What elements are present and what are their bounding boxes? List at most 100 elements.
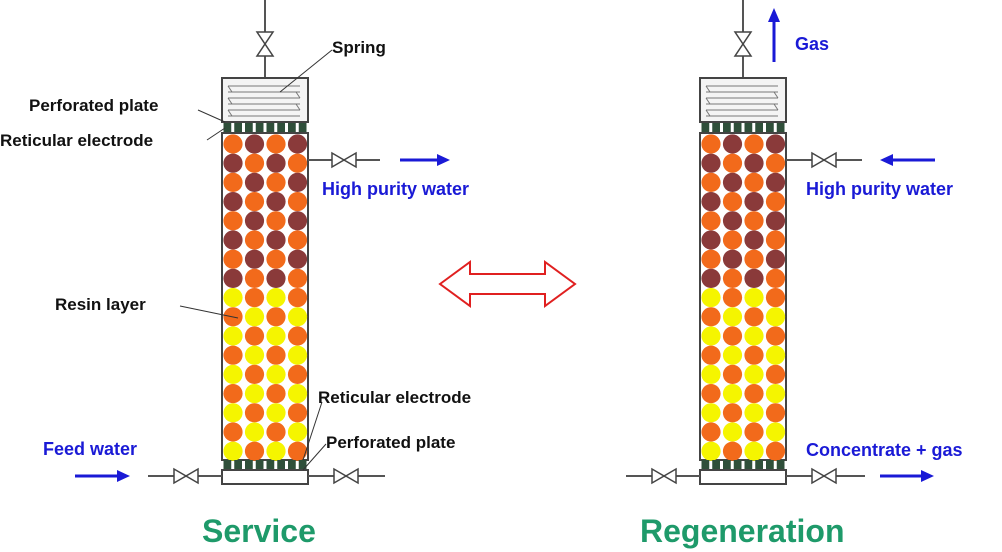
regen-resin-bead — [722, 192, 743, 212]
regen-resin-bead — [744, 134, 764, 154]
perforated-plate-top-leader — [197, 109, 226, 123]
service-title: Service — [202, 513, 316, 549]
service-resin-bead — [223, 230, 243, 250]
resin-layer-label: Resin layer — [55, 295, 146, 314]
service-resin-bead — [223, 384, 243, 404]
regen-bottom-electrode-segment — [712, 460, 720, 470]
regen-resin-bead — [701, 268, 721, 288]
service-bottom-electrode-segment — [288, 460, 296, 470]
service-resin-bead — [266, 384, 286, 404]
service-resin-bead — [287, 172, 308, 192]
regen-top-electrode-segment — [701, 123, 710, 133]
service-top-electrode — [223, 123, 307, 133]
resin-layer-leader — [179, 305, 239, 319]
service-bottom-electrode — [223, 460, 307, 470]
regen-resin-bead — [765, 326, 786, 346]
regen-resin-bead — [744, 249, 764, 269]
regen-resin-bead — [744, 268, 764, 288]
service-top-electrode-segment — [223, 123, 232, 133]
regen-top-electrode-segment — [776, 123, 785, 133]
regen-resin-bead — [765, 134, 786, 154]
service-top-electrode-segment — [255, 123, 264, 133]
service-resin-bead — [223, 422, 243, 442]
regen-resin-bead — [701, 230, 721, 250]
service-resin-bead — [287, 364, 308, 384]
regen-spring-box — [699, 77, 787, 123]
service-spring-box — [221, 77, 309, 123]
perforated-plate-bottom-label: Perforated plate — [326, 433, 455, 452]
regen-resin-bead — [744, 307, 764, 327]
regen-resin-bead — [722, 211, 743, 231]
service-column — [75, 0, 450, 485]
service-leader-lines — [179, 49, 333, 471]
regen-bottom-electrode-segment — [733, 460, 742, 470]
regen-resin-bead — [744, 326, 764, 346]
regeneration-title: Regeneration — [640, 513, 844, 549]
service-resin-bead — [244, 192, 265, 212]
service-feed-valve — [173, 467, 199, 485]
service-resin-bead — [266, 268, 286, 288]
service-top-electrode-segment — [266, 123, 275, 133]
service-bottom-electrode-segment — [234, 460, 242, 470]
regen-resin-bead — [744, 422, 764, 442]
service-resin-bead — [244, 403, 265, 423]
regen-top-electrode-segment — [766, 123, 774, 133]
service-resin-bead — [244, 326, 265, 346]
regen-spring-coil — [705, 85, 779, 117]
regen-resin-bead — [722, 345, 743, 365]
service-resin-bead — [244, 230, 265, 250]
service-resin-bead — [266, 192, 286, 212]
regen-top-electrode-segment — [733, 123, 742, 133]
service-resin-bead — [223, 345, 243, 365]
service-resin-bead — [223, 288, 243, 308]
regen-resin-bead — [765, 153, 786, 173]
regen-resin-bead — [765, 422, 786, 442]
service-resin-bead — [287, 345, 308, 365]
service-bottom-electrode-segment — [245, 460, 253, 470]
regen-resin-bead — [744, 441, 764, 461]
service-resin-bead — [244, 441, 265, 461]
service-resin-bead — [223, 134, 243, 154]
service-bottom-electrode-segment — [255, 460, 264, 470]
regen-top-electrode-segment — [755, 123, 763, 133]
regen-bottom-electrode-segment — [776, 460, 785, 470]
concentrate-gas-label: Concentrate + gas — [806, 440, 963, 460]
regen-resin-bead — [744, 192, 764, 212]
regen-resin-bead — [765, 364, 786, 384]
regen-resin-bead — [765, 268, 786, 288]
mode-switch-arrow — [438, 260, 577, 308]
reticular-electrode-top-label: Reticular electrode — [0, 131, 153, 150]
regen-resin-bead — [765, 192, 786, 212]
feed-water-arrow — [75, 470, 130, 482]
regen-resin-beads — [701, 134, 786, 461]
service-top-electrode-segment — [288, 123, 296, 133]
service-resin-bead — [266, 288, 286, 308]
regen-resin-bead — [722, 230, 743, 250]
service-resin-bead — [244, 172, 265, 192]
service-resin-bead — [266, 422, 286, 442]
regen-resin-bead — [722, 307, 743, 327]
regen-resin-bead — [765, 249, 786, 269]
regen-bottom-electrode — [701, 460, 785, 470]
service-resin-bead — [223, 172, 243, 192]
perforated-plate-top-label: Perforated plate — [29, 96, 158, 115]
regen-resin-bead — [701, 441, 721, 461]
service-resin-bead — [223, 326, 243, 346]
service-resin-bead — [266, 230, 286, 250]
regen-resin-bead — [722, 268, 743, 288]
gas-label: Gas — [795, 34, 829, 54]
regen-resin-bead — [722, 384, 743, 404]
regen-resin-bead — [701, 326, 721, 346]
reticular-electrode-top-leader — [206, 127, 226, 141]
service-top-electrode-segment — [298, 123, 307, 133]
regen-resin-bead — [722, 172, 743, 192]
service-bottom-electrode-segment — [298, 460, 307, 470]
service-resin-bead — [244, 364, 265, 384]
regen-resin-bead — [701, 364, 721, 384]
regen-bottom-plate — [699, 469, 787, 485]
service-resin-bead — [244, 422, 265, 442]
service-resin-bead — [244, 249, 265, 269]
service-resin-bead — [287, 326, 308, 346]
regen-inlet-valve — [811, 151, 837, 169]
regen-resin-bead — [722, 153, 743, 173]
